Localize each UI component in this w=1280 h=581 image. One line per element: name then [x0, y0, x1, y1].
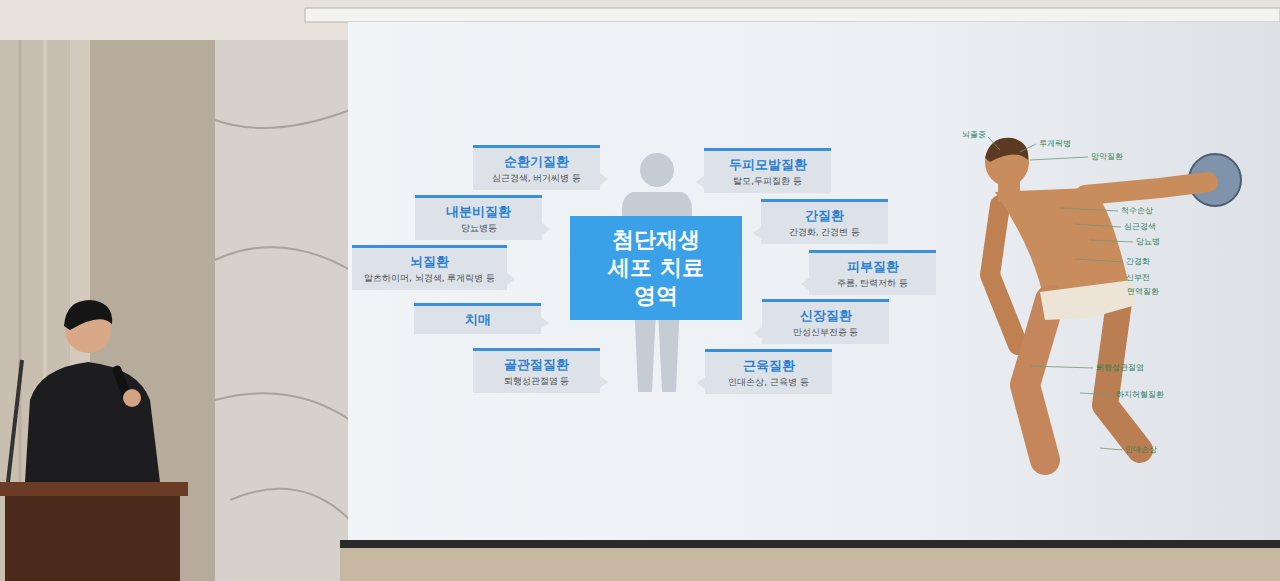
leader-line [1060, 208, 1118, 211]
disease-callout: 근육질환인대손상, 근육병 등 [705, 349, 832, 394]
center-title-box: 첨단재생 세포 치료 영역 [570, 216, 742, 320]
leader-line [988, 137, 1000, 150]
leader-line [1100, 448, 1122, 450]
body-part-label: 척수손상 [1121, 206, 1153, 216]
disease-callout: 치매 [414, 303, 541, 334]
mic-stand [8, 360, 22, 482]
body-part-label: 당뇨병 [1136, 237, 1160, 247]
leader-line [1075, 259, 1123, 262]
body-part-label: 심근경색 [1124, 222, 1156, 232]
node-heading: 첨단재생 세포 치료 영역 [606, 226, 706, 310]
leader-line [1020, 144, 1036, 152]
node-heading: 신장질환 [774, 307, 877, 324]
head [985, 138, 1029, 186]
leg [1025, 300, 1050, 460]
node-detail: 퇴행성관절염 등 [485, 375, 588, 387]
screen-bottom-bar [340, 540, 1280, 548]
body-part-label: 신부전 [1126, 273, 1150, 283]
node-detail: 알츠하이머, 뇌경색, 루게릭병 등 [364, 272, 495, 284]
body-part-label: 뇌졸중 [962, 130, 986, 140]
node-heading: 내분비질환 [427, 203, 530, 220]
node-detail: 간경화, 간경변 등 [773, 226, 876, 238]
node-heading: 근육질환 [717, 357, 820, 374]
speaker-hand [123, 389, 141, 407]
disease-callout: 피부질환주름, 탄력저하 등 [809, 250, 936, 295]
node-detail: 탈모,두피질환 등 [716, 175, 819, 187]
marble-panel [215, 40, 350, 581]
body-part-label: 간경화 [1126, 257, 1150, 267]
disease-callout: 내분비질환당뇨병등 [415, 195, 542, 240]
node-detail: 주름, 탄력저하 등 [821, 277, 924, 289]
loincloth [1040, 280, 1136, 320]
disease-callout: 신장질환만성신부전증 등 [762, 299, 889, 344]
body-part-label: 루게릭병 [1039, 139, 1071, 149]
node-detail: 심근경색, 버거씨병 등 [485, 172, 588, 184]
disease-callout: 두피모발질환탈모,두피질환 등 [704, 148, 831, 193]
podium-top [0, 482, 188, 496]
node-heading: 피부질환 [821, 258, 924, 275]
body-part-label: 퇴행성관절염 [1096, 363, 1144, 373]
discus-thrower-figure [985, 138, 1241, 460]
node-heading: 두피모발질환 [716, 156, 819, 173]
leader-line [1080, 393, 1113, 395]
body-part-label: 하지허혈질환 [1116, 390, 1164, 400]
podium [5, 496, 180, 581]
node-detail: 만성신부전증 등 [774, 326, 877, 338]
leader-lines [988, 137, 1133, 450]
projection-screen [348, 22, 1280, 540]
arm [1085, 182, 1208, 195]
floor-wall [340, 548, 1280, 581]
body-part-label: 인대손상 [1125, 445, 1157, 455]
body-part-label: 망막질환 [1091, 152, 1123, 162]
speaker-body [25, 362, 160, 482]
node-detail: 당뇨병등 [427, 222, 530, 234]
marble-vein [215, 110, 350, 520]
node-heading: 순환기질환 [485, 153, 588, 170]
leader-line [1075, 224, 1121, 227]
disease-callout: 순환기질환심근경색, 버거씨병 등 [473, 145, 600, 190]
disease-callout: 간질환간경화, 간경변 등 [761, 199, 888, 244]
disease-callout: 뇌질환알츠하이머, 뇌경색, 루게릭병 등 [352, 245, 507, 290]
node-heading: 뇌질환 [364, 253, 495, 270]
node-detail: 인대손상, 근육병 등 [717, 376, 820, 388]
leader-line [1030, 157, 1088, 160]
body-part-label: 면역질환 [1127, 287, 1159, 297]
node-heading: 골관절질환 [485, 356, 588, 373]
speaker-hair [64, 300, 112, 330]
leg [1105, 295, 1140, 450]
leader-line [1030, 366, 1093, 368]
disease-callout: 골관절질환퇴행성관절염 등 [473, 348, 600, 393]
screen-casing [305, 8, 1280, 22]
hair [985, 138, 1028, 162]
speaker [8, 300, 160, 482]
arm [990, 205, 1018, 345]
leader-line [1090, 240, 1133, 242]
node-heading: 치매 [426, 311, 529, 328]
silhouette-head [640, 153, 674, 187]
node-heading: 간질환 [773, 207, 876, 224]
